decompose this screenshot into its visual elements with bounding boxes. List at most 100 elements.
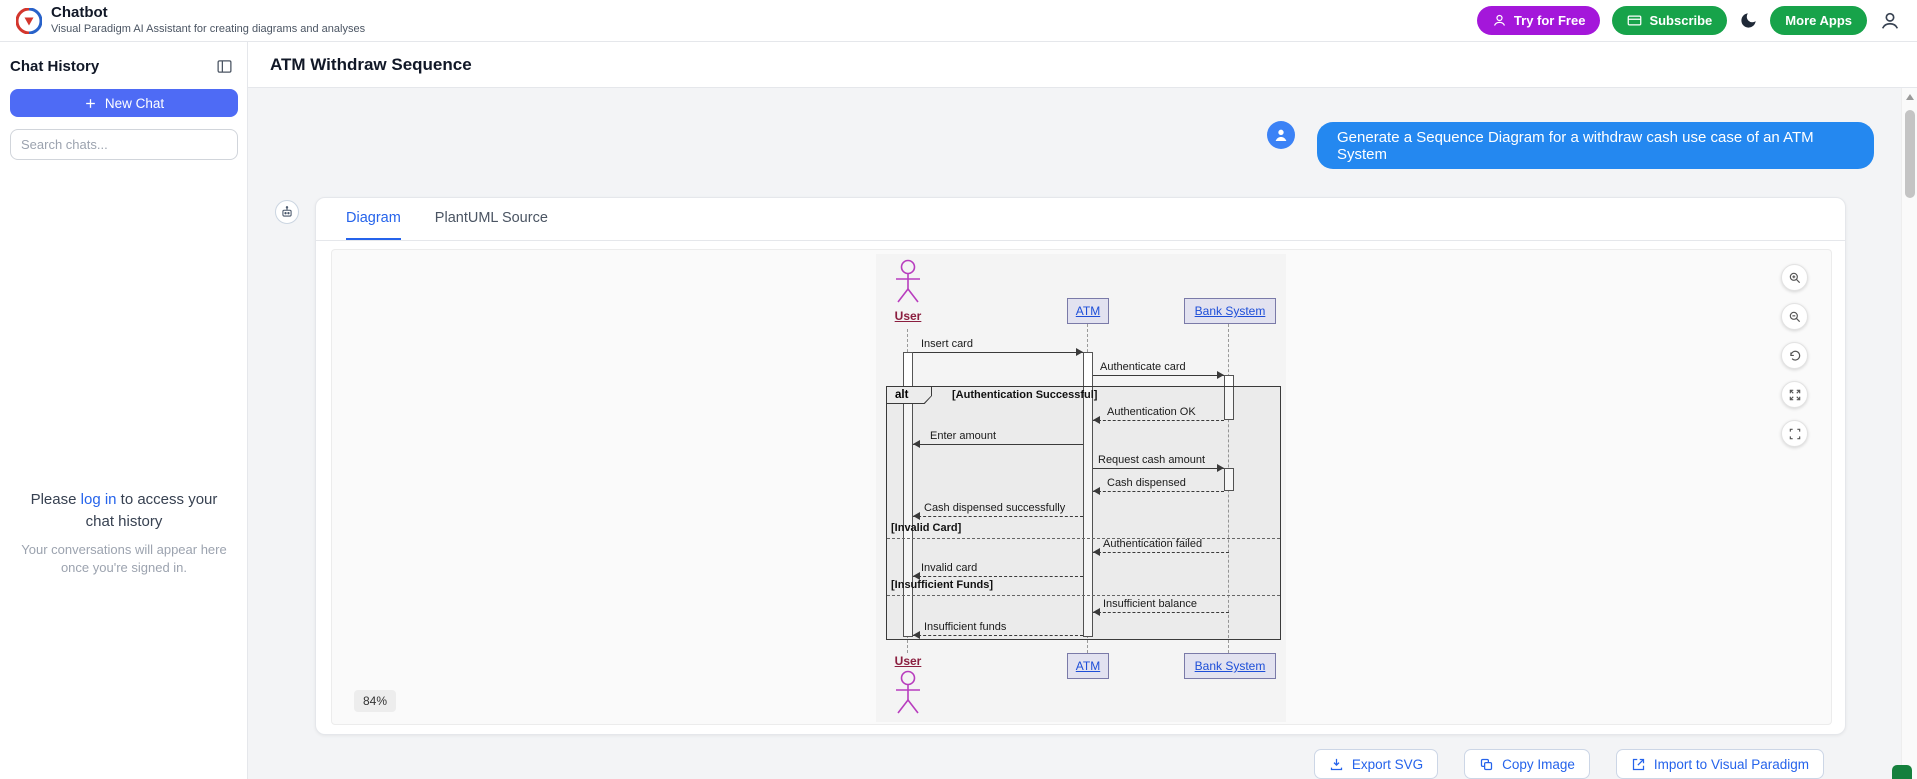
copy-image-button[interactable]: Copy Image xyxy=(1464,749,1590,779)
account-button[interactable] xyxy=(1879,10,1901,32)
main-area: ATM Withdraw Sequence Generate a Sequenc… xyxy=(248,42,1917,779)
subscribe-label: Subscribe xyxy=(1649,13,1713,28)
message-label: Cash dispensed xyxy=(1107,477,1186,489)
zoom-level-badge: 84% xyxy=(354,690,397,712)
zoom-in-icon xyxy=(1789,272,1800,283)
fullscreen-icon xyxy=(1789,428,1800,439)
arrowhead xyxy=(913,512,920,520)
activation-bank-1 xyxy=(1224,375,1234,420)
message-arrow xyxy=(1093,491,1224,492)
arrowhead xyxy=(913,631,920,639)
diagram-viewport[interactable]: User ATM Bank System alt [Authentic xyxy=(331,249,1832,725)
message-arrow xyxy=(913,576,1083,577)
zoom-in-button[interactable] xyxy=(1781,264,1808,291)
activation-user xyxy=(903,352,913,637)
participant-atm-label: ATM xyxy=(1075,659,1101,673)
login-note: Your conversations will appear here once… xyxy=(21,541,227,576)
alt-operator-label: alt xyxy=(887,387,931,403)
message-label: Insufficient funds xyxy=(924,621,1007,633)
diagram-controls xyxy=(1781,264,1808,447)
dark-mode-toggle[interactable] xyxy=(1739,11,1758,30)
import-to-visual-paradigm-button[interactable]: Import to Visual Paradigm xyxy=(1615,749,1824,779)
arrowhead xyxy=(1076,348,1083,356)
sidebar: Chat History New Chat Please log in to a… xyxy=(0,42,248,779)
message-label: Insufficient balance xyxy=(1103,598,1197,610)
fit-screen-button[interactable] xyxy=(1781,381,1808,408)
scrollbar-up-arrow[interactable] xyxy=(1906,94,1914,100)
panel-icon xyxy=(217,60,232,73)
message-label: Authentication OK xyxy=(1107,406,1196,418)
guard-insufficient-funds: [Insufficient Funds] xyxy=(891,579,994,591)
new-chat-label: New Chat xyxy=(104,95,165,111)
page-title: ATM Withdraw Sequence xyxy=(270,54,472,74)
message-arrow xyxy=(1093,375,1224,376)
arrowhead xyxy=(1093,487,1100,495)
collapse-sidebar-button[interactable] xyxy=(216,58,233,75)
reset-view-button[interactable] xyxy=(1781,342,1808,369)
arrowhead xyxy=(1093,416,1100,424)
header-actions: Try for Free Subscribe More Apps xyxy=(1476,6,1901,35)
app-header: Chatbot Visual Paradigm AI Assistant for… xyxy=(0,0,1917,42)
message-label: Insert card xyxy=(921,338,973,350)
participant-user-top[interactable]: User xyxy=(894,309,922,323)
scrollbar[interactable] xyxy=(1901,88,1917,779)
participant-user-bottom[interactable]: User xyxy=(894,654,922,668)
download-icon xyxy=(1330,758,1342,770)
copy-image-label: Copy Image xyxy=(1502,756,1575,772)
message-label: Request cash amount xyxy=(1098,454,1206,466)
external-link-icon xyxy=(1632,758,1645,770)
zoom-out-button[interactable] xyxy=(1781,303,1808,330)
message-arrow xyxy=(1093,552,1229,553)
arrowhead xyxy=(1217,371,1224,379)
participant-bank-bottom[interactable]: Bank System xyxy=(1184,653,1276,679)
guard-invalid-card: [Invalid Card] xyxy=(891,522,962,534)
app-title: Chatbot xyxy=(51,4,108,22)
login-link[interactable]: log in xyxy=(80,491,117,508)
message-arrow xyxy=(913,516,1083,517)
alt-divider xyxy=(887,595,1280,596)
message-arrow xyxy=(1093,612,1229,613)
alt-frame: alt [Authentication Successful] [Invalid… xyxy=(886,386,1281,640)
actor-icon xyxy=(896,670,920,714)
scrollbar-thumb[interactable] xyxy=(1905,110,1915,198)
search-chats-input[interactable] xyxy=(10,129,238,160)
arrowhead xyxy=(913,440,920,448)
corner-widget[interactable] xyxy=(1892,765,1912,779)
participant-atm-bottom[interactable]: ATM xyxy=(1067,653,1109,679)
new-chat-button[interactable]: New Chat xyxy=(10,89,238,117)
user-avatar xyxy=(1267,121,1295,149)
message-label: Enter amount xyxy=(930,430,997,442)
diagram-actions-row: Export SVG Copy Image Import to Visual P… xyxy=(1313,749,1824,779)
message-arrow xyxy=(913,635,1083,636)
more-apps-label: More Apps xyxy=(1785,13,1852,28)
tabs-row: Diagram PlantUML Source xyxy=(316,198,1845,241)
subscribe-button[interactable]: Subscribe xyxy=(1612,6,1728,35)
tab-diagram[interactable]: Diagram xyxy=(346,198,401,240)
tab-plantuml-source[interactable]: PlantUML Source xyxy=(434,210,548,226)
header-brand: Chatbot Visual Paradigm AI Assistant for… xyxy=(16,4,365,37)
expand-icon xyxy=(1789,389,1800,400)
participant-bank-top[interactable]: Bank System xyxy=(1184,298,1276,324)
card-icon xyxy=(1628,15,1642,26)
import-to-vp-label: Import to Visual Paradigm xyxy=(1653,756,1809,772)
try-for-free-button[interactable]: Try for Free xyxy=(1476,6,1601,35)
fullscreen-button[interactable] xyxy=(1781,420,1808,447)
message-arrow xyxy=(913,352,1083,353)
participant-atm-top[interactable]: ATM xyxy=(1067,298,1109,324)
bot-icon xyxy=(282,206,292,217)
login-prompt-prefix: Please xyxy=(30,491,81,508)
activation-atm xyxy=(1083,352,1093,637)
moon-icon xyxy=(1741,13,1756,28)
arrowhead xyxy=(1217,464,1224,472)
export-svg-label: Export SVG xyxy=(1351,756,1424,772)
arrowhead xyxy=(1093,608,1100,616)
person-icon xyxy=(1493,14,1505,26)
export-svg-button[interactable]: Export SVG xyxy=(1313,749,1439,779)
page-title-bar: ATM Withdraw Sequence xyxy=(248,42,1917,88)
sidebar-title: Chat History xyxy=(10,58,100,75)
zoom-out-icon xyxy=(1789,311,1800,322)
app-subtitle: Visual Paradigm AI Assistant for creatin… xyxy=(51,23,366,35)
more-apps-button[interactable]: More Apps xyxy=(1770,6,1867,35)
message-label: Authenticate card xyxy=(1100,361,1186,373)
reset-icon xyxy=(1789,350,1800,361)
